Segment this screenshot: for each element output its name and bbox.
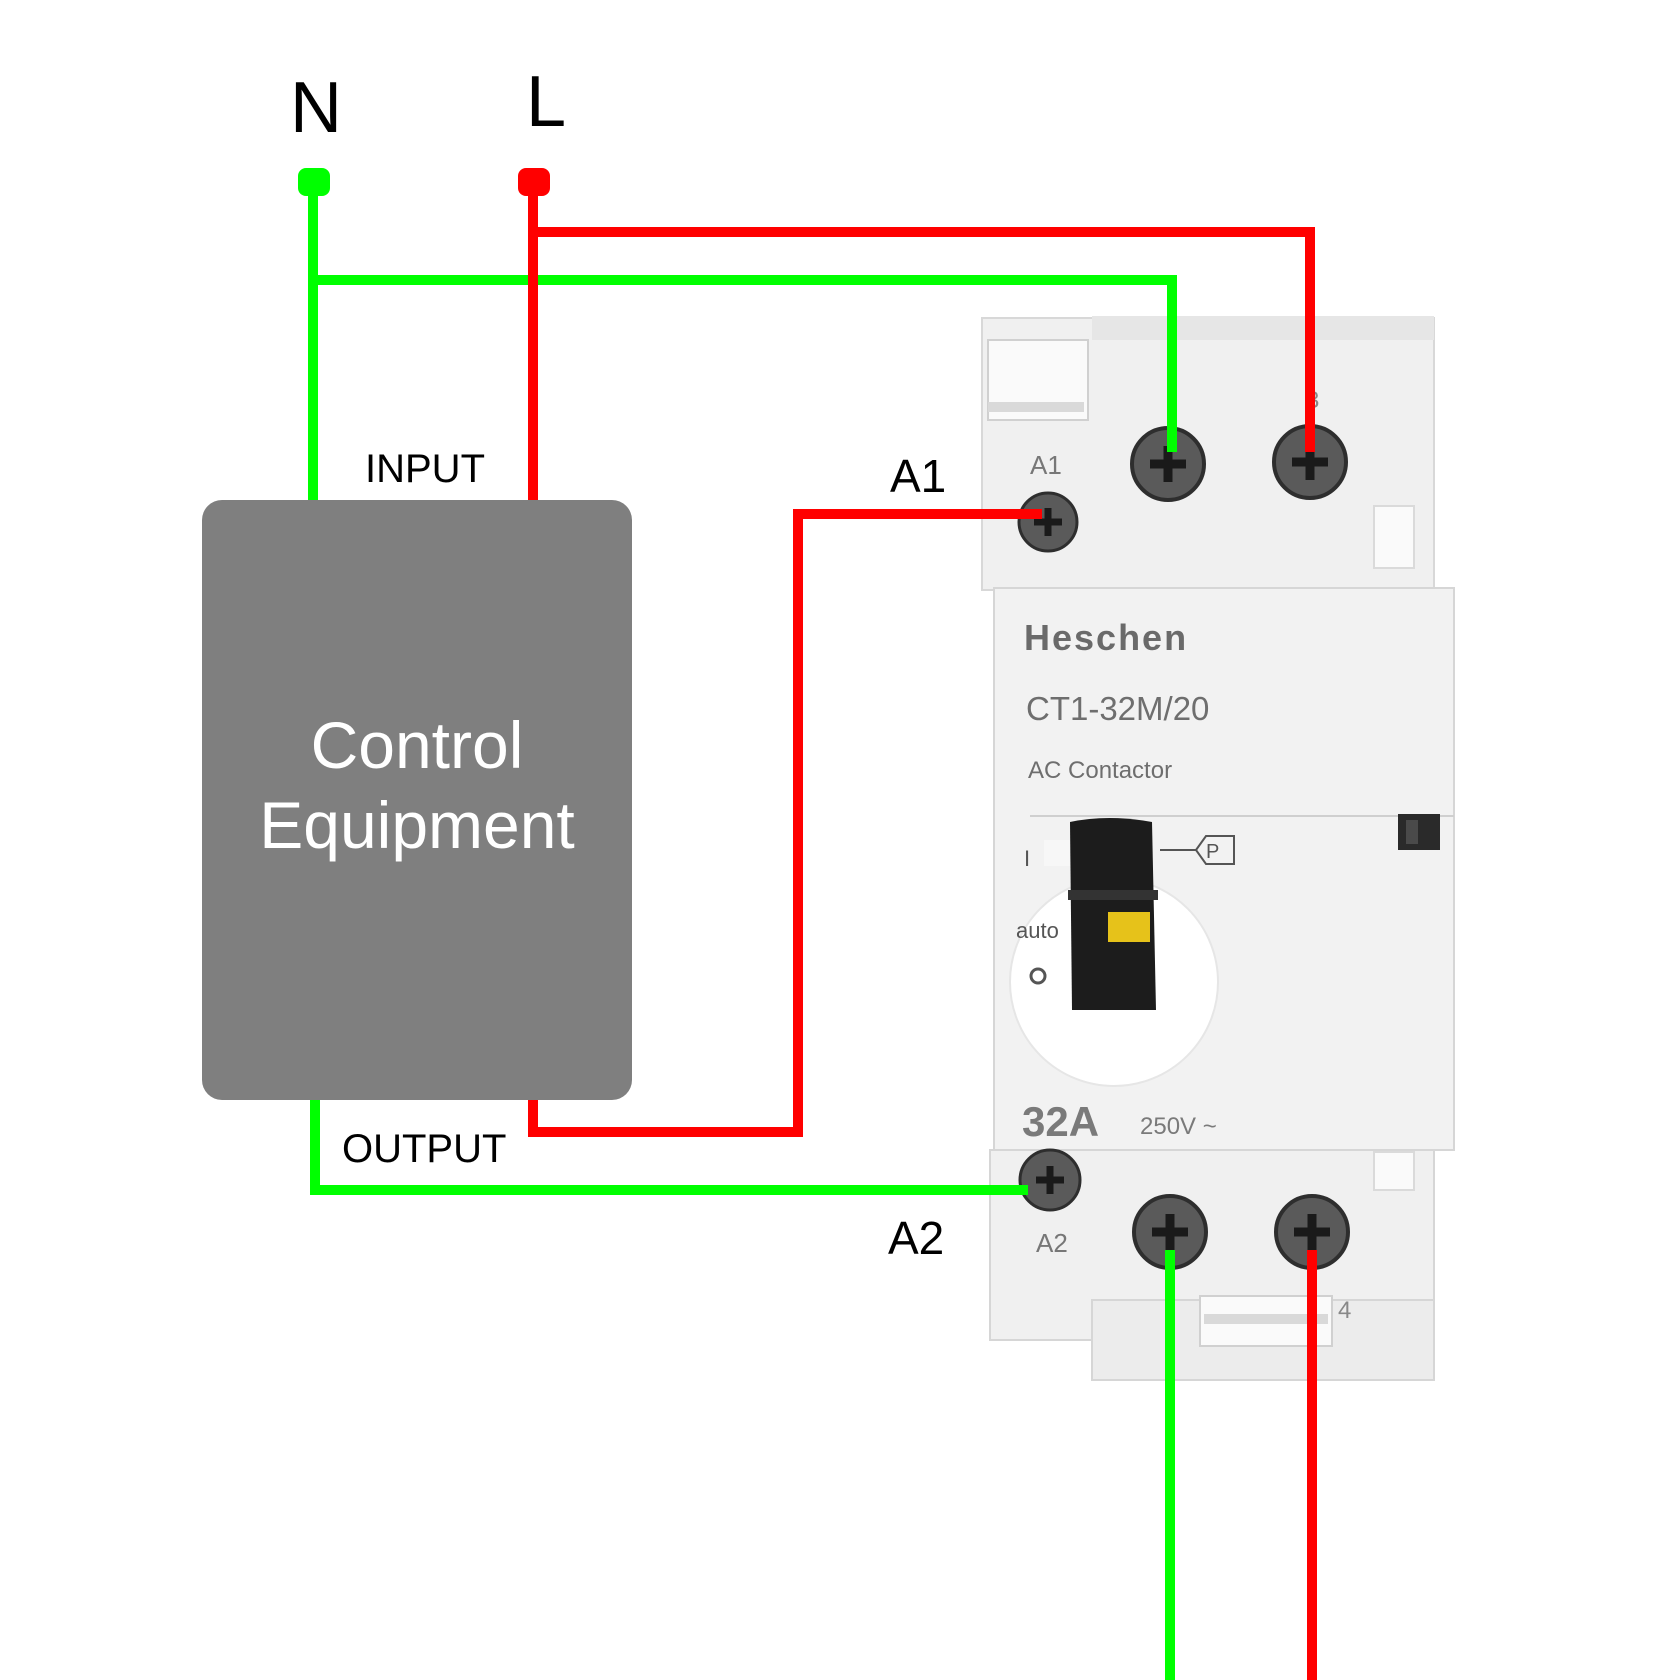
contactor-model: CT1-32M/20 <box>1026 690 1209 727</box>
input-label: INPUT <box>365 447 485 491</box>
line-to-terminal-3-wire <box>533 227 1315 452</box>
switch-yellow-tab <box>1108 912 1150 942</box>
switch-off-icon <box>1029 967 1047 985</box>
control-equipment-line2: Equipment <box>259 788 575 862</box>
line-terminal-cap <box>518 168 550 196</box>
contactor-top-window <box>1373 505 1415 569</box>
switch-auto-label: auto <box>1016 918 1059 943</box>
contactor-type: AC Contactor <box>1028 757 1172 784</box>
line-wires <box>528 184 1317 1680</box>
control-equipment-line1: Control <box>311 708 524 782</box>
switch-on-mark <box>1044 840 1070 866</box>
screw-1-icon <box>1130 426 1206 502</box>
control-equipment-box <box>202 500 632 1100</box>
contactor-bottom-slot-line <box>1204 1314 1328 1324</box>
output-to-a1-wire <box>528 509 1042 1137</box>
neutral-label: N <box>290 68 342 148</box>
screw-a1-icon <box>1017 491 1079 553</box>
neutral-terminal-cap <box>298 168 330 196</box>
screw-a2-icon <box>1018 1148 1082 1212</box>
screw-2-icon <box>1132 1194 1208 1270</box>
contactor-rating-current: 32A <box>1022 1098 1099 1145</box>
contactor-top-cap <box>1092 316 1434 340</box>
output-label: OUTPUT <box>342 1127 506 1171</box>
switch-p-tag-icon <box>1194 835 1235 865</box>
contactor-top-slot-line <box>988 402 1084 412</box>
neutral-wires <box>308 184 1177 1680</box>
switch-on-label: I <box>1024 846 1030 871</box>
contactor-indicator-inner <box>1406 820 1418 844</box>
output-to-a2-wire <box>310 1100 1028 1195</box>
a1-wire-label: A1 <box>890 450 946 502</box>
screw-4-icon <box>1274 1194 1350 1270</box>
terminal-a2-label: A2 <box>1036 1228 1068 1258</box>
contactor-indicator-window <box>1398 814 1440 850</box>
line-label: L <box>526 62 566 142</box>
ac-contactor: Heschen CT1-32M/20 AC Contactor 32A 250V… <box>981 316 1455 1381</box>
neutral-to-terminal-1-wire <box>313 275 1177 452</box>
contactor-brand: Heschen <box>1024 617 1188 658</box>
terminal-4-label: 4 <box>1338 1297 1351 1324</box>
a2-wire-label: A2 <box>888 1212 944 1264</box>
switch-p-label: P <box>1206 841 1219 863</box>
terminal-a1-label: A1 <box>1030 450 1062 480</box>
contactor-rating-voltage: 250V ~ <box>1140 1113 1217 1140</box>
contactor-bottom-window <box>1373 1151 1415 1191</box>
switch-lever-band <box>1068 890 1158 900</box>
